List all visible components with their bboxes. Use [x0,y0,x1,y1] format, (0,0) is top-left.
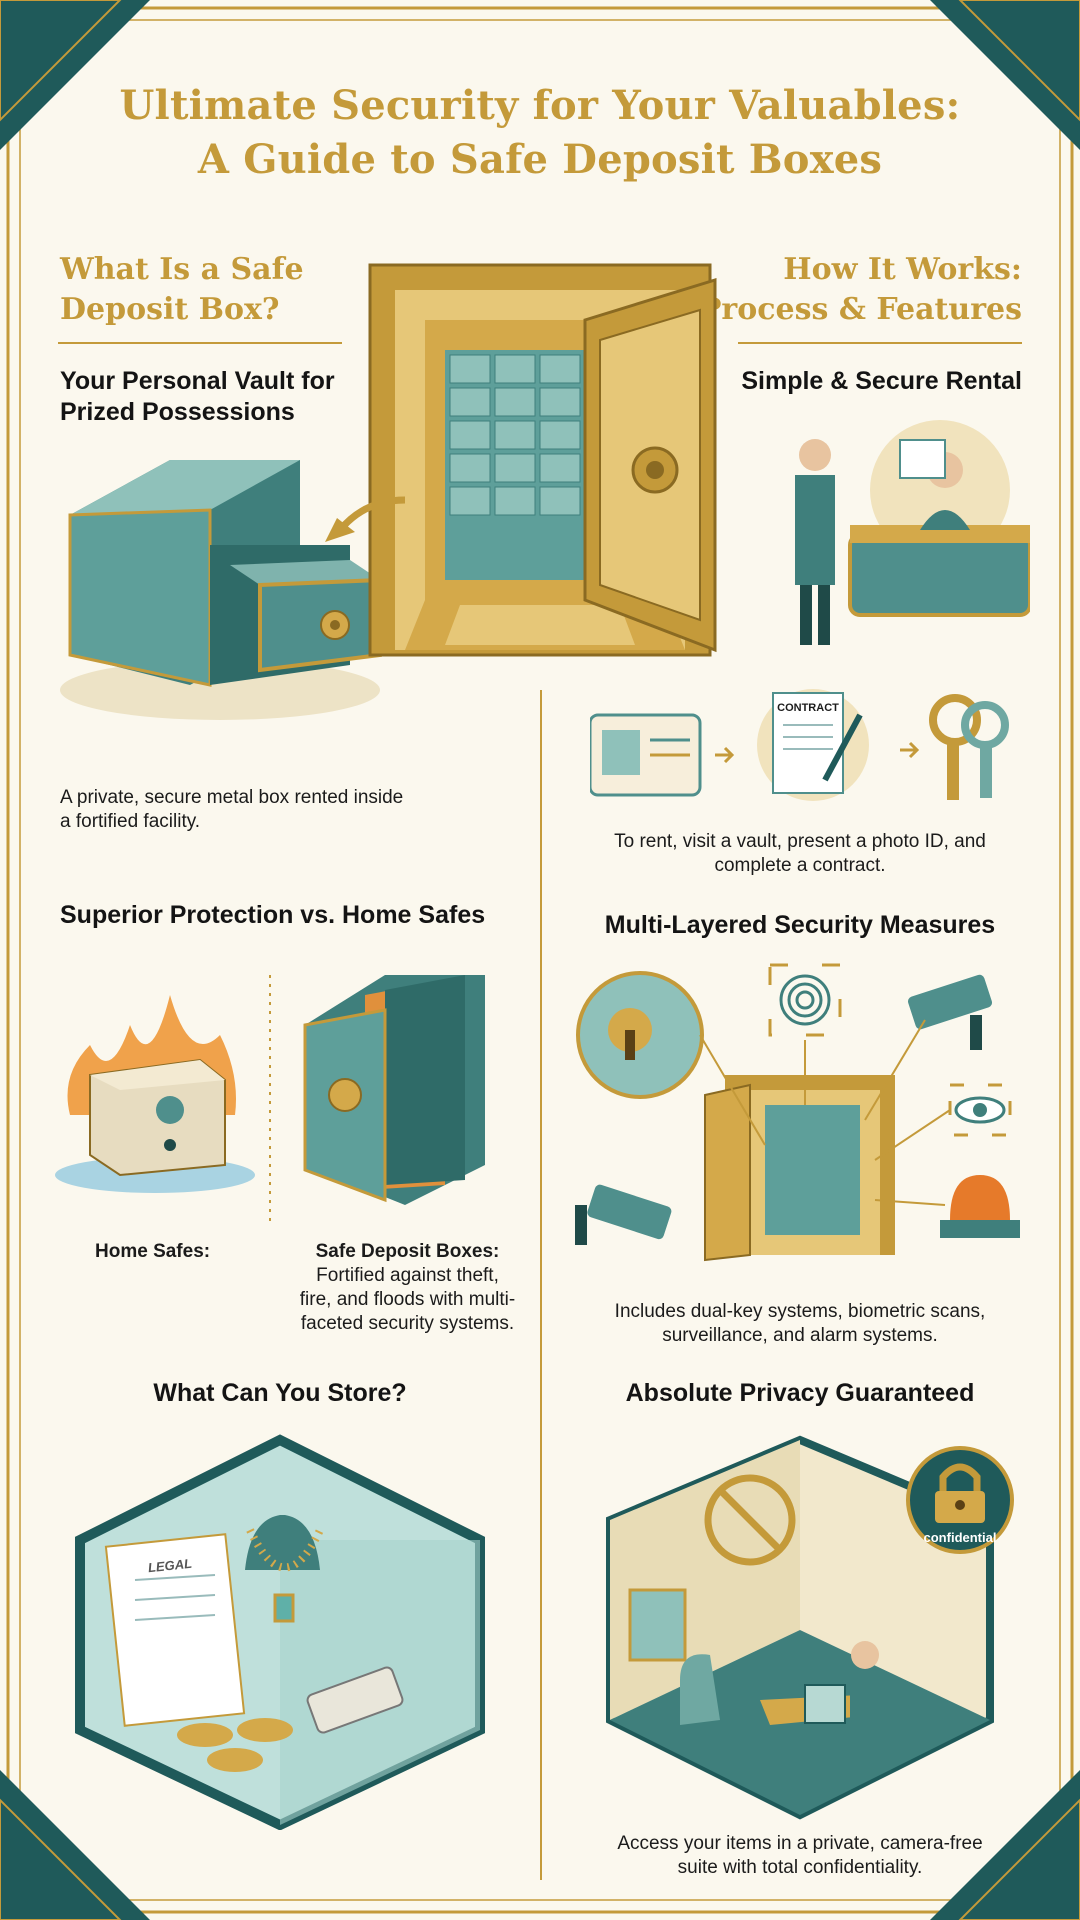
privacy-description-line1: Access your items in a private, camera-f… [617,1833,983,1854]
what-is-heading-line2: Deposit Box? [60,292,280,327]
padlock-icon [906,1446,1014,1554]
vault-small-icon [699,1019,951,1262]
key-lock-icon [576,971,704,1099]
how-description-line1: To rent, visit a vault, present a photo … [614,831,986,852]
eye-icon [948,1083,1012,1137]
camera-icon-2 [575,1184,672,1245]
what-is-heading-line1: What Is a Safe [60,252,304,287]
contract-icon [757,689,869,801]
id-card-icon [590,713,735,797]
protection-heading: Superior Protection vs. Home Safes [60,901,486,929]
layered-safe-icon [303,975,485,1205]
how-subheading: Simple & Secure Rental [741,367,1022,395]
dotted-divider [269,975,271,1225]
confidential-badge: confidential [923,1530,997,1545]
rental-desk-icon [795,420,1030,645]
how-description-line2: complete a contract. [714,855,886,876]
title-line1: Ultimate Security for Your Valuables: [119,82,961,129]
what-is-description-line1: A private, secure metal box rented insid… [60,787,404,808]
title-line2: A Guide to Safe Deposit Boxes [197,136,883,183]
what-is-subheading-line2: Prized Possessions [60,398,295,426]
deposit-desc-line2: fire, and floods with multi- [299,1289,516,1310]
deposit-desc-line1: Fortified against theft, [316,1265,499,1286]
legal-label: LEGAL [147,1555,193,1576]
contract-label: CONTRACT [777,702,839,714]
privacy-heading: Absolute Privacy Guaranteed [625,1379,975,1407]
security-description-line2: surveillance, and alarm systems. [662,1325,938,1346]
security-illustration [575,963,1020,1262]
store-heading: What Can You Store? [153,1379,407,1407]
privacy-room-icon [606,1435,994,1820]
burning-safe-icon [55,995,255,1193]
jewelry-case-icon [75,1434,485,1830]
deposit-label: Safe Deposit Boxes: [315,1241,500,1262]
alarm-icon [940,1175,1020,1238]
security-heading: Multi-Layered Security Measures [604,911,996,939]
what-is-subheading-line1: Your Personal Vault for [60,367,335,395]
fingerprint-icon [768,963,842,1037]
arrow-icon [325,496,406,542]
security-description-line1: Includes dual-key systems, biometric sca… [614,1301,986,1322]
camera-icon [908,974,992,1050]
home-safes-label: Home Safes: [95,1241,211,1262]
keys-icon [900,694,1009,800]
what-is-description-line2: a fortified facility. [60,811,201,832]
deposit-desc-line3: faceted security systems. [300,1313,515,1334]
safe-box-icon [60,460,382,720]
how-heading-line1: How It Works: [783,252,1022,287]
privacy-description-line2: suite with total confidentiality. [677,1857,923,1878]
vault-door-icon [368,263,717,657]
how-heading-line2: Process & Features [698,292,1022,327]
